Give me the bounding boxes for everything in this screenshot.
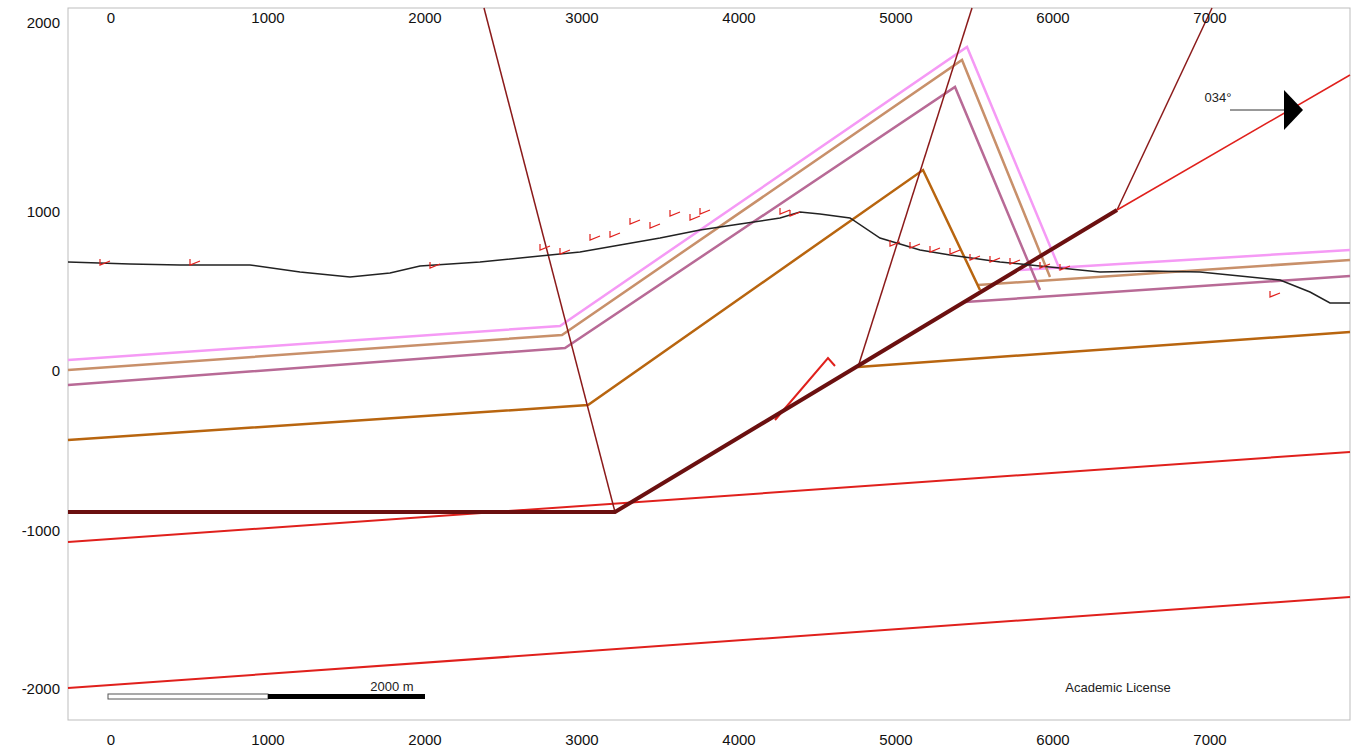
dip-symbol: [1060, 264, 1070, 270]
direction-arrow: [1284, 90, 1303, 130]
axis-tick-label: -1000: [22, 523, 60, 538]
azimuth-label: 034°: [1205, 91, 1232, 104]
axis-tick-label: -2000: [22, 681, 60, 696]
direction-arrow: [1230, 110, 1288, 111]
dip-symbol: [610, 231, 620, 237]
axis-tick-label: 0: [107, 732, 115, 747]
axis-tick-label: 1000: [27, 204, 60, 219]
plot-frame: [68, 8, 1350, 720]
dip-symbol: [560, 248, 570, 254]
dip-symbol: [670, 210, 680, 216]
dip-symbol: [950, 248, 960, 254]
axis-tick-label: 3000: [565, 732, 598, 747]
dip-symbol: [990, 256, 1000, 262]
horizon: [68, 170, 980, 440]
dip-symbol: [690, 214, 700, 220]
axis-tick-label: 4000: [722, 10, 755, 25]
dip-symbol: [1270, 291, 1280, 297]
axis-tick-label: 0: [52, 363, 60, 378]
axis-tick-label: 0: [107, 10, 115, 25]
scale-label: 2000 m: [370, 680, 413, 693]
dip-symbol: [1040, 262, 1050, 268]
dip-symbol: [630, 218, 640, 224]
axis-tick-label: 6000: [1036, 732, 1069, 747]
topography: [68, 212, 1350, 303]
horizon: [68, 87, 1040, 385]
dip-symbol: [190, 259, 200, 265]
dip-symbol: [970, 254, 980, 260]
horizon: [1020, 250, 1350, 270]
axis-tick-label: 1000: [251, 732, 284, 747]
axis-tick-label: 2000: [27, 15, 60, 30]
dip-symbol: [780, 208, 790, 214]
scale-bar: [268, 694, 425, 699]
axis-tick-label: 7000: [1193, 10, 1226, 25]
fault-line: [1117, 75, 1350, 210]
axis-tick-label: 5000: [879, 10, 912, 25]
dip-symbol: [700, 208, 710, 214]
dip-symbol: [540, 244, 550, 250]
detachment-fault: [68, 210, 1117, 512]
horizon: [858, 332, 1350, 367]
fault-line: [858, 8, 972, 367]
horizon: [68, 597, 1350, 688]
scale-bar: [108, 694, 268, 699]
dip-symbol: [650, 222, 660, 228]
dip-symbol: [1010, 258, 1020, 264]
dip-symbols: [100, 208, 1280, 297]
axis-tick-label: 4000: [722, 732, 755, 747]
horizon: [68, 452, 1350, 542]
dip-symbol: [790, 210, 800, 216]
dip-symbol: [910, 242, 920, 248]
watermark: Academic License: [1065, 681, 1171, 694]
dip-symbol: [100, 259, 110, 265]
axis-tick-label: 2000: [408, 732, 441, 747]
dip-symbol: [590, 234, 600, 240]
axis-tick-label: 7000: [1193, 732, 1226, 747]
dip-symbol: [930, 246, 940, 252]
axis-tick-label: 6000: [1036, 10, 1069, 25]
axis-tick-label: 5000: [879, 732, 912, 747]
axis-tick-label: 3000: [565, 10, 598, 25]
fault-line: [1117, 8, 1212, 210]
dip-symbol: [430, 262, 440, 268]
axis-tick-label: 2000: [408, 10, 441, 25]
dip-symbol: [890, 240, 900, 246]
axis-tick-label: 1000: [251, 10, 284, 25]
horizon: [68, 60, 1050, 370]
horizon: [965, 276, 1350, 302]
